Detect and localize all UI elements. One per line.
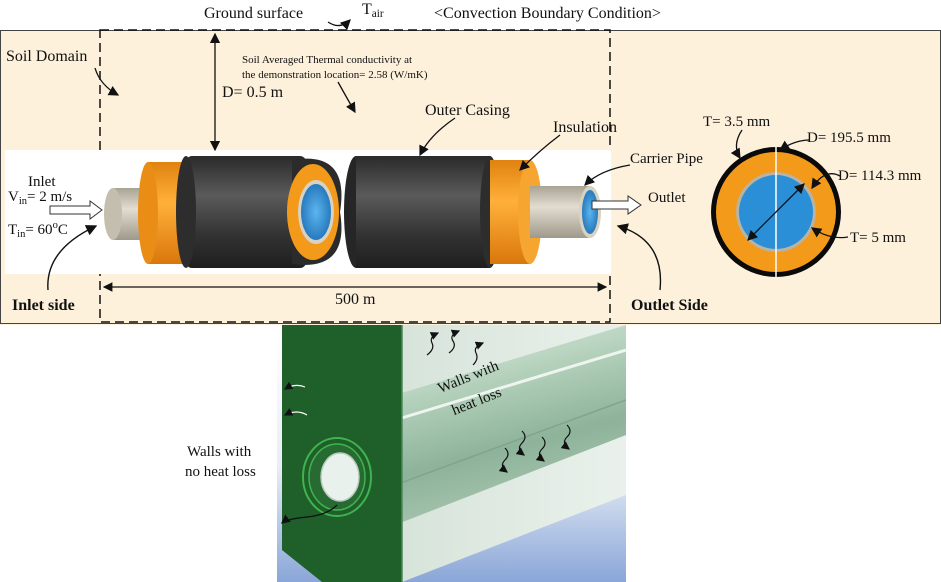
insulation-leader	[519, 134, 561, 171]
inlet-side-leader	[47, 225, 98, 291]
heat-loss-arrow	[535, 436, 546, 462]
walls-no-loss-line1: Walls with	[187, 444, 252, 460]
tair-leader	[327, 19, 351, 31]
outer-casing-label: Outer Casing	[425, 102, 510, 119]
soil-domain-label: Soil Domain	[6, 48, 88, 65]
t-air-label: Tair	[362, 1, 384, 20]
outer-casing-leader	[419, 117, 456, 157]
cutaway-section	[287, 158, 342, 265]
heat-loss-arrow	[560, 424, 571, 450]
boundary-walls-diagram: Walls with heat loss Walls with no heat …	[185, 325, 626, 582]
inlet-flow-arrow	[49, 200, 103, 220]
right-carrier-pipe	[530, 186, 601, 238]
inlet-side-label: Inlet side	[12, 297, 75, 314]
ground-surface-label: Ground surface	[204, 5, 304, 22]
inner-diameter-label: D= 114.3 mm	[838, 168, 922, 184]
outlet-flow-arrow	[591, 195, 642, 215]
heat-loss-arrow	[498, 447, 509, 473]
pipe-domain-diagram: Ground surface Tair <Convection Boundary…	[0, 1, 941, 325]
outlet-side-leader	[616, 223, 662, 291]
outer-diameter-leader	[778, 139, 811, 151]
pipe-highlight	[394, 348, 626, 422]
no-heat-loss-leader	[280, 504, 338, 524]
soil-domain-leader	[94, 67, 120, 96]
outer-diameter-label: D= 195.5 mm	[807, 130, 891, 146]
casing-thickness-label: T= 3.5 mm	[703, 114, 771, 130]
length-label: 500 m	[335, 291, 376, 308]
heat-loss-arrow	[426, 332, 440, 356]
soil-conductivity-line1: Soil Averaged Thermal conductivity at	[242, 54, 413, 66]
inlet-label: Inlet	[28, 174, 56, 190]
pipe-opening	[320, 452, 360, 502]
depth-label: D= 0.5 m	[222, 84, 284, 101]
pipe-thickness-label: T= 5 mm	[850, 230, 906, 246]
inlet-velocity-label: Vin= 2 m/s	[8, 189, 73, 207]
inner-diameter-line	[747, 183, 805, 241]
pipe-body	[395, 325, 626, 525]
domain-drawing	[0, 19, 941, 325]
wall-arrow	[283, 381, 306, 390]
right-outer-casing	[344, 156, 500, 268]
casing-thickness-leader	[730, 129, 743, 160]
inlet-temperature-label: Tin= 60oC	[8, 220, 68, 240]
left-outer-casing	[176, 156, 306, 268]
heat-loss-arrow	[448, 329, 461, 354]
carrier-pipe-label: Carrier Pipe	[630, 151, 703, 167]
insulation-label: Insulation	[553, 119, 617, 136]
inner-diameter-leader	[811, 173, 841, 190]
pipe-cross-section	[711, 129, 849, 277]
outer-ring	[302, 437, 372, 517]
conductivity-leader	[337, 81, 356, 114]
outlet-label: Outlet	[648, 190, 686, 206]
soil-conductivity-line2: the demonstration location= 2.58 (W/mK)	[242, 69, 428, 81]
boundary-condition-label: <Convection Boundary Condition>	[434, 5, 661, 22]
walls-no-loss-line2: no heat loss	[185, 464, 256, 480]
pipe-thickness-leader	[810, 227, 849, 239]
wall-arrow	[283, 408, 308, 416]
heat-loss-arrow	[472, 341, 485, 366]
pipe-shadow-line	[394, 399, 626, 486]
carrier-pipe-leader	[584, 164, 631, 186]
heat-loss-arrow	[515, 430, 526, 456]
walls-drawing	[277, 325, 626, 582]
outlet-side-label: Outlet Side	[631, 297, 708, 314]
